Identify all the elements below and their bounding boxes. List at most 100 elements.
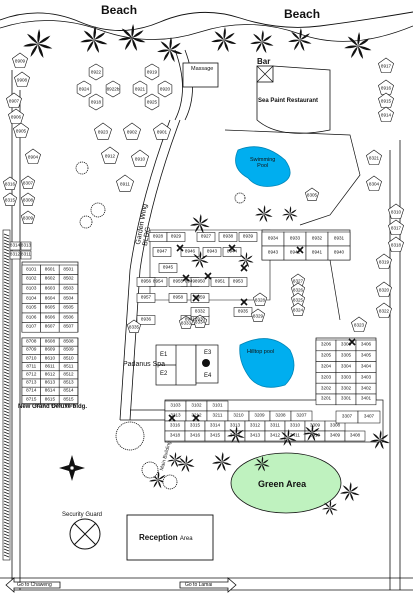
connector-mark xyxy=(240,264,248,272)
room-8939: 8939 xyxy=(242,233,254,239)
bungalow-icon xyxy=(192,314,208,328)
room-8310: 8310 xyxy=(390,209,402,215)
room-8509: 8509 xyxy=(63,347,74,352)
room-cell xyxy=(238,232,258,242)
bungalow-icon xyxy=(101,146,119,164)
room-8510: 8510 xyxy=(63,355,74,361)
bungalow-icon xyxy=(304,187,320,201)
room-3208: 3208 xyxy=(275,412,286,418)
room-cell xyxy=(327,245,351,261)
room-8503: 8503 xyxy=(63,285,74,291)
palm-tree-icon xyxy=(250,30,274,54)
room-8922: 8922 xyxy=(90,69,102,75)
room-8602: 8602 xyxy=(44,276,56,282)
room-8946: 8946 xyxy=(184,248,196,254)
tree-icon xyxy=(79,215,93,229)
bungalow-icon xyxy=(20,175,36,189)
palm-tree-icon xyxy=(23,29,53,58)
room-8506: 8506 xyxy=(63,314,74,320)
spa-room-e4: E4 xyxy=(204,373,212,379)
connector-mark xyxy=(240,298,248,306)
room-3213: 3213 xyxy=(170,412,181,418)
room-cell xyxy=(136,293,156,303)
bungalow-icon xyxy=(388,203,404,219)
bungalow-icon xyxy=(178,315,194,329)
room-8328: 8328 xyxy=(254,297,266,303)
room-8510: 8510 xyxy=(34,402,46,408)
bungalow-icon xyxy=(376,253,392,269)
room-3418: 3418 xyxy=(169,432,181,438)
room-cell xyxy=(58,395,79,404)
room-8501: 8501 xyxy=(63,266,74,272)
room-cell xyxy=(202,247,222,257)
room-8957: 8957 xyxy=(140,294,152,300)
room-8931: 8931 xyxy=(333,235,345,241)
room-3210: 3210 xyxy=(233,412,244,418)
connector-mark xyxy=(228,244,236,252)
reception-main-text: Reception xyxy=(139,533,178,542)
room-8942: 8942 xyxy=(289,249,301,255)
room-8917: 8917 xyxy=(380,63,392,69)
room-8335: 8335 xyxy=(128,324,140,330)
palm-tree-icon xyxy=(255,205,273,223)
bungalow-icon xyxy=(2,192,18,206)
room-8107: 8107 xyxy=(26,324,37,330)
tree-icon xyxy=(162,474,178,490)
room-3303: 3303 xyxy=(340,374,352,380)
room-8325: 8325 xyxy=(292,297,304,303)
room-8902: 8902 xyxy=(126,129,138,135)
room-3308: 3308 xyxy=(329,422,341,428)
room-8905: 8905 xyxy=(15,128,27,134)
connector-mark xyxy=(182,274,190,282)
villa-icon xyxy=(132,80,148,98)
room-8906: 8906 xyxy=(10,114,22,120)
room-8308: 8308 xyxy=(22,197,34,203)
room-3304: 3304 xyxy=(340,363,352,369)
room-8933: 8933 xyxy=(289,235,301,241)
room-8316: 8316 xyxy=(4,181,16,187)
room-8318: 8318 xyxy=(390,242,402,248)
room-8312: 8312 xyxy=(9,251,21,257)
room-8904: 8904 xyxy=(27,154,39,160)
room-8708: 8708 xyxy=(26,338,37,344)
room-8923: 8923 xyxy=(97,129,109,135)
palm-tree-icon xyxy=(191,251,209,269)
palm-tree-icon xyxy=(279,429,297,447)
room-8607: 8607 xyxy=(44,324,56,330)
palm-tree-icon xyxy=(157,37,183,63)
bungalow-icon xyxy=(376,281,392,297)
room-3410: 3410 xyxy=(309,432,321,438)
room-8613: 8613 xyxy=(44,379,56,385)
room-3310: 3310 xyxy=(289,422,301,428)
room-8916: 8916 xyxy=(380,85,392,91)
room-8938: 8938 xyxy=(222,233,234,239)
connector-mark xyxy=(204,272,212,280)
room-3416: 3416 xyxy=(189,432,201,438)
room-8315: 8315 xyxy=(4,197,16,203)
room-3207: 3207 xyxy=(296,412,307,418)
room-8508: 8508 xyxy=(63,338,74,344)
beach-label-right: Beach xyxy=(284,7,321,21)
villa-icon xyxy=(144,93,160,111)
room-3405: 3405 xyxy=(360,352,372,358)
room-cell xyxy=(228,277,248,287)
room-3203: 3203 xyxy=(320,374,332,380)
bungalow-icon xyxy=(388,236,404,252)
room-8929: 8929 xyxy=(170,233,182,239)
new-grand-deluxe-label: New Grand Deluxe bldg. xyxy=(18,404,88,410)
room-8925: 8925 xyxy=(146,99,158,105)
room-cell xyxy=(218,232,238,242)
bungalow-icon xyxy=(8,108,24,124)
bungalow-icon xyxy=(12,52,28,68)
room-3315: 3315 xyxy=(189,422,201,428)
room-8953: 8953 xyxy=(232,278,244,284)
bungalow-icon xyxy=(13,122,29,138)
room-8329: 8329 xyxy=(252,313,264,319)
room-8513: 8513 xyxy=(63,379,74,385)
room-8307: 8307 xyxy=(22,180,34,186)
room-8911: 8911 xyxy=(120,181,130,187)
go-to-chaweng-label: Go to Chaweng xyxy=(17,582,52,588)
room-3306: 3306 xyxy=(340,342,352,348)
bungalow-icon xyxy=(153,122,171,140)
